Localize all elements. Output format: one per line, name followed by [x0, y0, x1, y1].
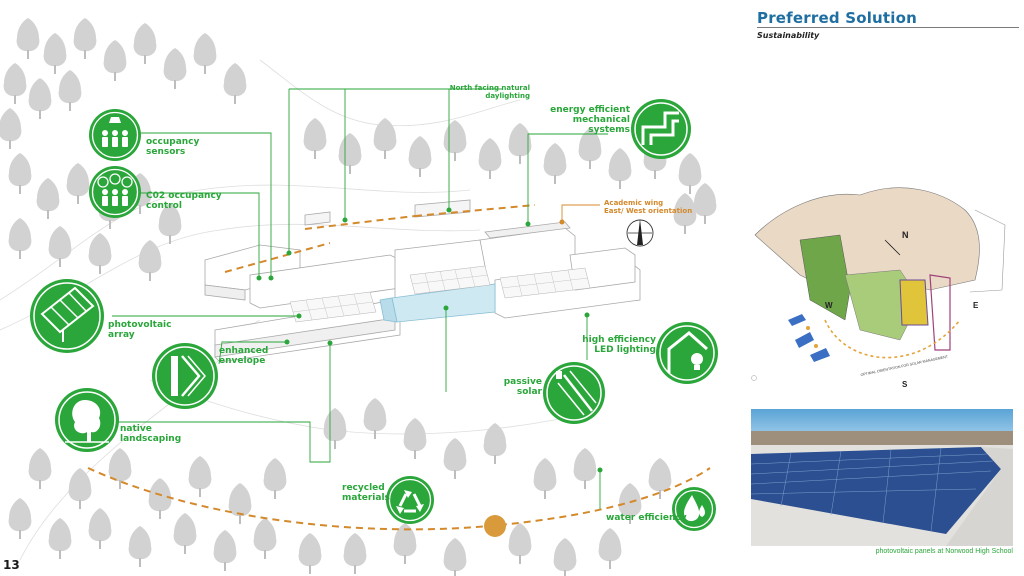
glass-atrium: [379, 283, 496, 323]
sun-angle-icon: [543, 362, 605, 424]
water-drop-icon: [672, 487, 716, 531]
solar-path-arc: [87, 467, 711, 531]
compass-e: E: [973, 301, 979, 310]
daylighting-orientation-lines: [224, 204, 536, 273]
solar-panel-photo: [751, 409, 1013, 546]
label-academic-wing: Academic wing East/ West orientation: [604, 199, 693, 215]
duct-icon: [631, 99, 691, 159]
north-arrow-icon: [626, 219, 654, 247]
label-led-lighting: high efficiency LED lighting: [582, 335, 656, 355]
lightbulb-house-icon: [656, 322, 718, 384]
page-number: 13: [3, 558, 20, 572]
sun-marker: [484, 515, 506, 537]
site-axonometric-diagram: [0, 18, 718, 576]
label-water-efficiency: water efficiency: [606, 513, 687, 523]
label-passive-solar: passive solar: [503, 377, 542, 397]
solar-panel-icon: [30, 279, 104, 353]
occupancy-sensor-icon: [89, 109, 141, 161]
label-native-landscaping: native landscaping: [120, 424, 182, 444]
roof-solar-arrays: [289, 265, 591, 323]
compass-s: S: [902, 380, 908, 389]
label-co2-control: C02 occupancy control: [146, 191, 222, 211]
recycle-icon: [386, 476, 434, 524]
label-mechanical-systems: energy efficient mechanical systems: [550, 105, 630, 135]
wall-section-icon: [152, 343, 218, 409]
page-subtitle: Sustainability: [757, 31, 820, 40]
solar-arc-label: OPTIMAL ORIENTATION FOR SOLAR MANAGEMENT: [860, 354, 949, 377]
leader-lines: [95, 88, 608, 509]
leader-dots: [256, 207, 603, 473]
label-recycled-materials: recycled materials: [342, 483, 390, 503]
page-title: Preferred Solution: [757, 9, 918, 27]
site-plan-map: N E S W OPTIMAL ORIENTATION FOR SOLAR MA…: [751, 187, 1006, 389]
label-north-daylighting: North facing natural daylighting: [449, 84, 530, 100]
photo-caption: photovoltaic panels at Norwood High Scho…: [875, 548, 1013, 555]
compass-w: W: [825, 301, 833, 310]
label-enhanced-envelope: enhanced envelope: [219, 346, 269, 366]
label-occupancy-sensors: occupancy sensors: [146, 137, 200, 157]
title-divider: [757, 27, 1019, 28]
wing-leader-line: [559, 204, 600, 225]
co2-sensor-icon: [89, 166, 141, 218]
tree-icon: [55, 388, 119, 452]
compass-n: N: [902, 230, 909, 240]
label-photovoltaic-array: photovoltaic array: [108, 320, 172, 340]
